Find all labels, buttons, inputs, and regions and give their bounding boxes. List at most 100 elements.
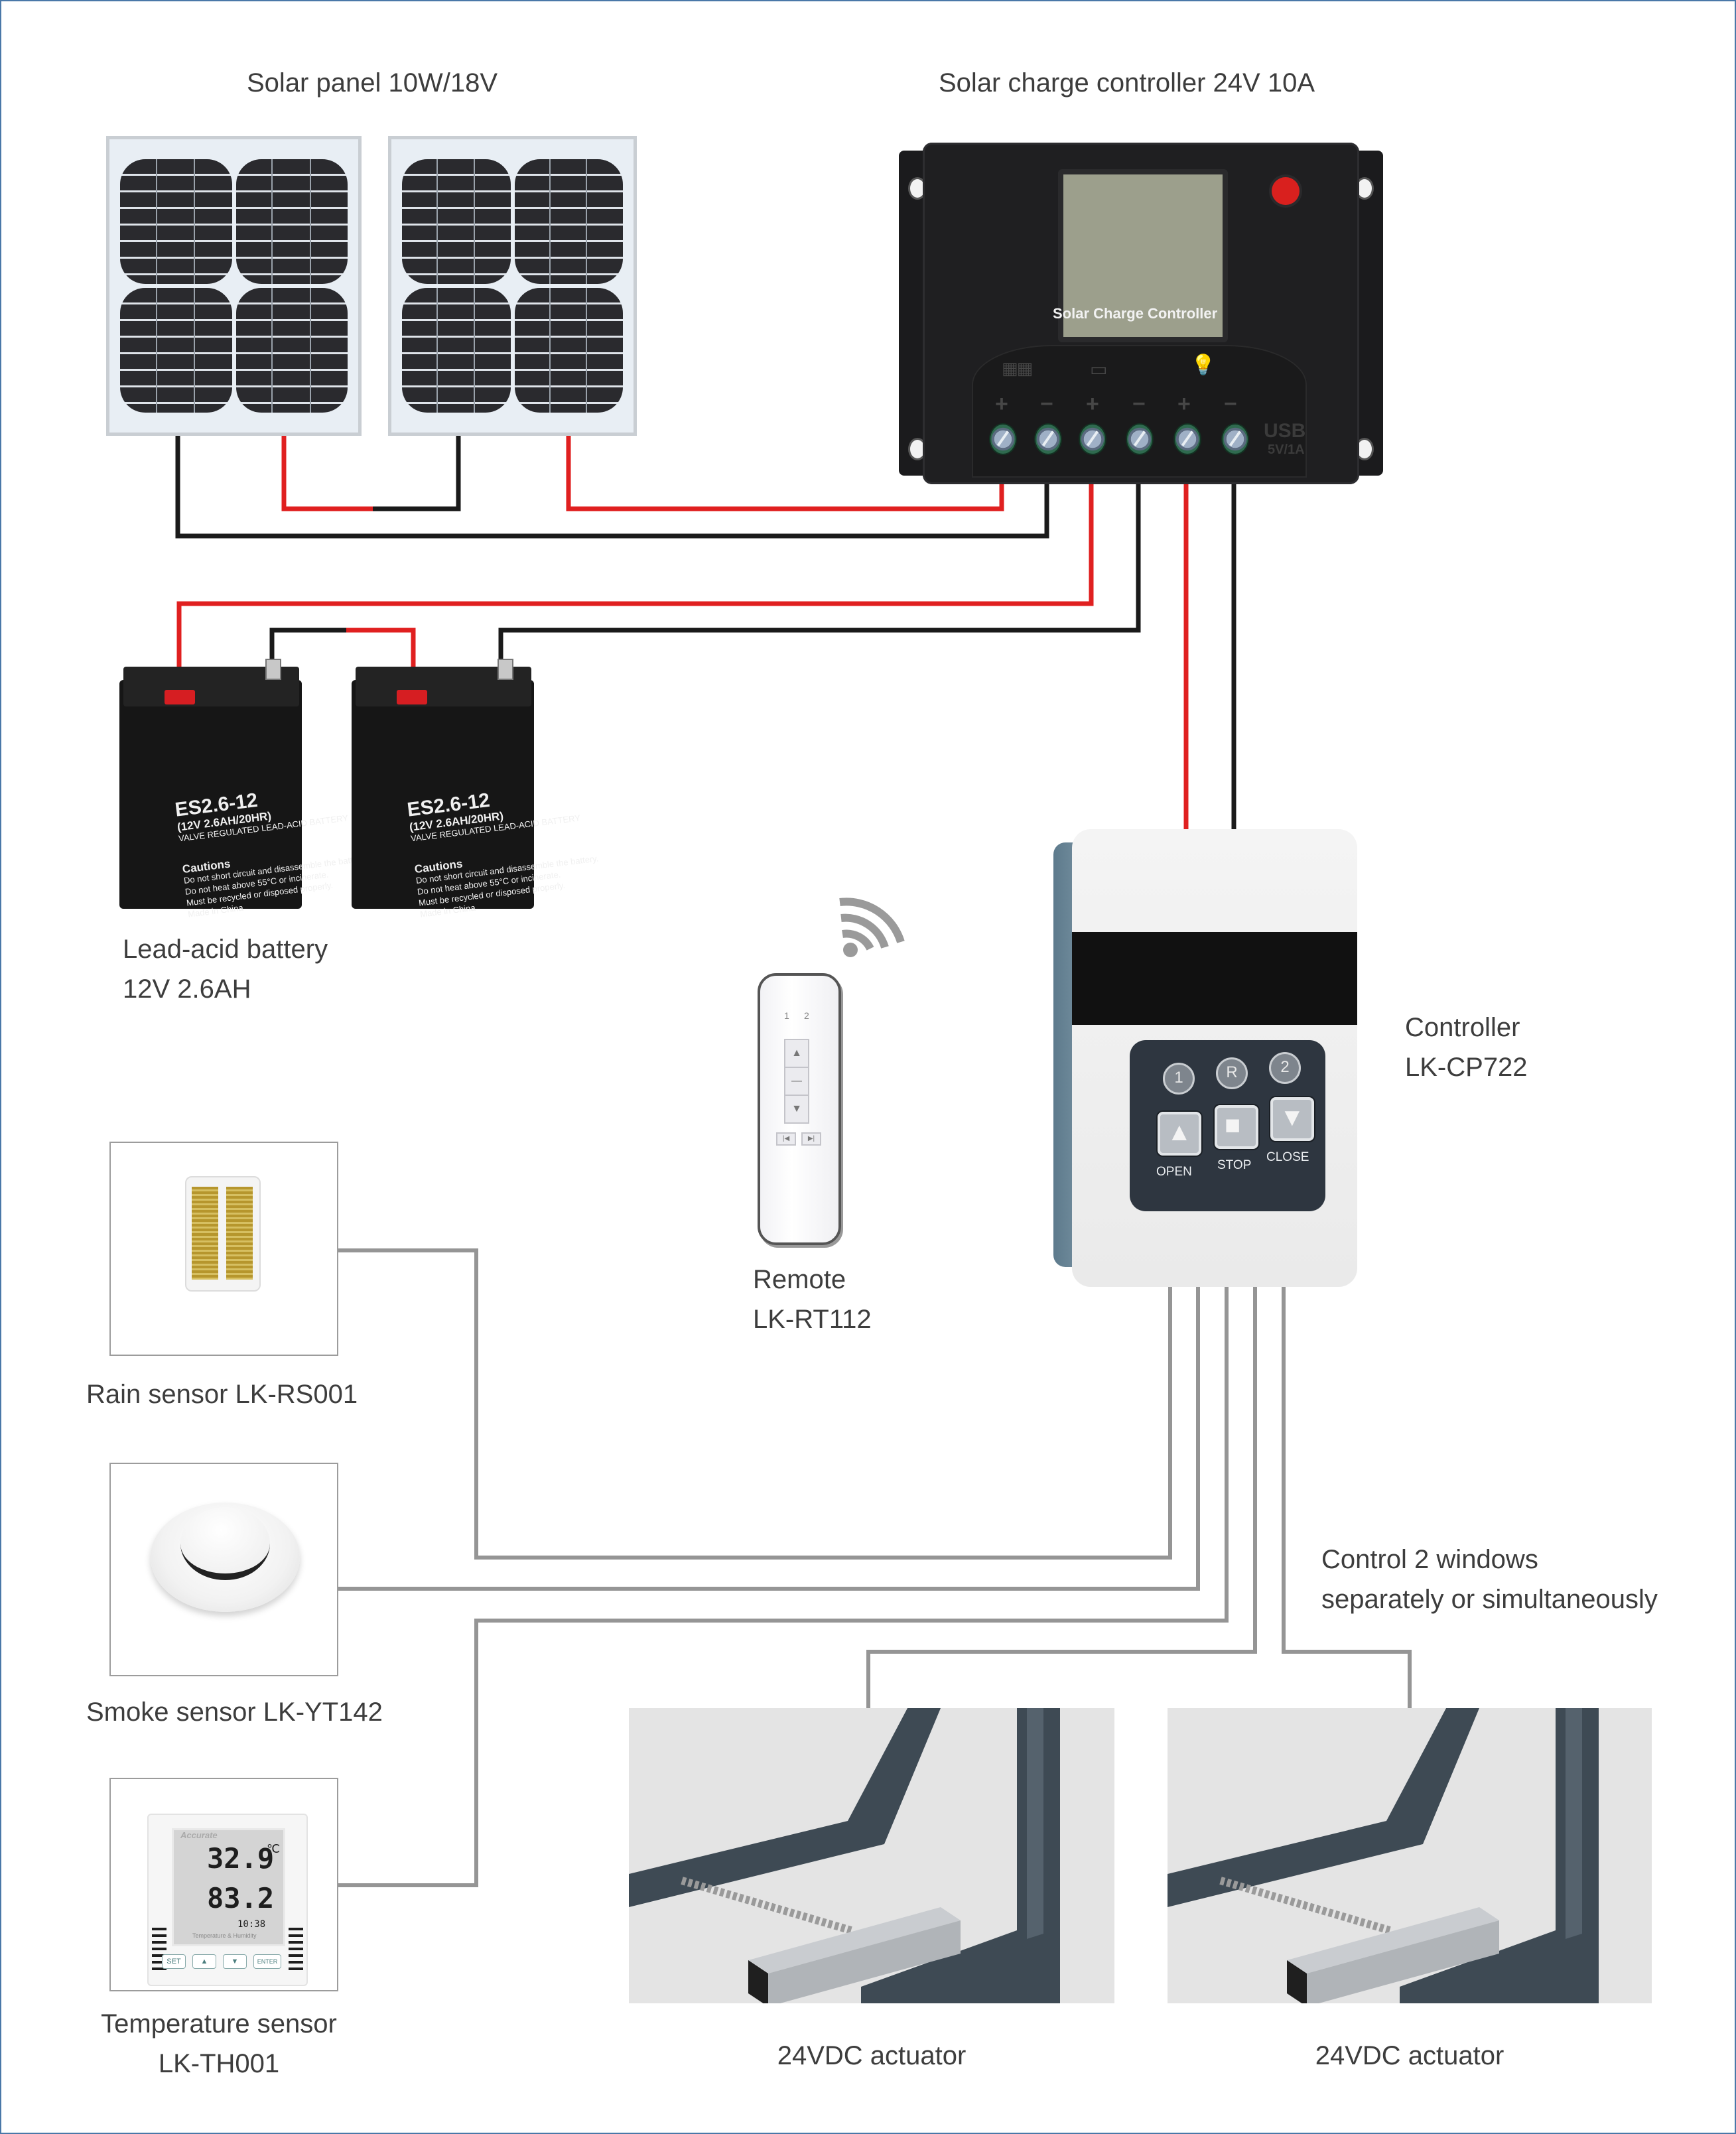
remote-stop-button[interactable]: — bbox=[784, 1067, 809, 1096]
temperature-lcd: Accurate 32.9 ℃ 83.2 10:38 Temperature &… bbox=[172, 1828, 285, 1946]
remote-down-button[interactable]: ▼ bbox=[784, 1095, 809, 1124]
temperature-unit: ℃ bbox=[267, 1842, 281, 1856]
terminal-battery-positive[interactable] bbox=[1079, 423, 1106, 455]
smoke-sensor-label: Smoke sensor LK-YT142 bbox=[86, 1698, 383, 1727]
wire-panel1-pos-to-panel2-neg-black bbox=[373, 434, 461, 511]
actuator-1-photo bbox=[629, 1708, 1114, 2003]
stop-square-icon: ■ bbox=[1225, 1110, 1241, 1140]
down-arrow-icon: ▼ bbox=[1280, 1104, 1305, 1132]
rain-sensing-pad-right bbox=[226, 1187, 253, 1280]
actuator-end-cap bbox=[1287, 1960, 1307, 2003]
battery-positive-terminal bbox=[165, 690, 195, 704]
temperature-sensor-box: Accurate 32.9 ℃ 83.2 10:38 Temperature &… bbox=[109, 1778, 338, 1991]
battery-positive-terminal bbox=[397, 690, 427, 704]
charge-controller-label: Solar charge controller 24V 10A bbox=[939, 68, 1315, 98]
actuator-end-cap bbox=[748, 1960, 768, 2003]
close-button[interactable]: ▼ bbox=[1270, 1097, 1314, 1141]
usb-rating: 5V/1A bbox=[1268, 442, 1305, 457]
note-line2: separately or simultaneously bbox=[1321, 1585, 1658, 1614]
open-button[interactable]: ▲ bbox=[1158, 1112, 1201, 1156]
controller-label-line1: Controller bbox=[1405, 1013, 1520, 1042]
remote-next-channel-button[interactable]: ▶| bbox=[801, 1132, 821, 1146]
remote-up-button[interactable]: ▲ bbox=[784, 1039, 809, 1068]
channel-2-indicator: 2 bbox=[1269, 1052, 1301, 1084]
set-button[interactable]: SET bbox=[162, 1954, 186, 1969]
window-sash bbox=[1168, 1708, 1479, 1907]
menu-button[interactable] bbox=[1272, 177, 1300, 205]
temperature-reading: 32.9 bbox=[207, 1842, 275, 1875]
channel-r-indicator: R bbox=[1216, 1057, 1248, 1089]
battery-negative-terminal bbox=[498, 659, 513, 680]
actuator-chain bbox=[1219, 1877, 1391, 1934]
rain-sensor-box bbox=[109, 1142, 338, 1356]
terminal-sign: + bbox=[1086, 391, 1099, 417]
remote-label-line1: Remote bbox=[753, 1265, 846, 1294]
actuator-1-label: 24VDC actuator bbox=[777, 2041, 967, 2070]
solar-panel-2 bbox=[388, 136, 637, 436]
wireless-signal-icon bbox=[839, 898, 905, 957]
wire-panel1-pos-to-panel2-neg-red bbox=[281, 434, 375, 511]
window-actuator-illustration bbox=[629, 1708, 1060, 2003]
terminal-solar-negative[interactable] bbox=[1034, 423, 1062, 455]
rain-sensor-label: Rain sensor LK-RS001 bbox=[86, 1380, 358, 1409]
wire-rain-sensor bbox=[338, 1248, 1172, 1560]
wire-battery-positive bbox=[176, 451, 1094, 683]
wire-smoke-sensor bbox=[338, 1268, 1200, 1591]
remote-channel-2: 2 bbox=[804, 1010, 809, 1021]
battery-1: ES2.6-12 (12V 2.6AH/20HR) VALVE REGULATE… bbox=[119, 653, 367, 919]
humidity-reading: 83.2 bbox=[207, 1882, 275, 1914]
remote-prev-channel-button[interactable]: |◀ bbox=[776, 1132, 796, 1146]
controller-keypad: 1 R 2 ▲ ■ ▼ OPEN STOP CLOSE bbox=[1130, 1040, 1325, 1211]
solar-cells bbox=[402, 159, 623, 413]
temperature-sensor-device: Accurate 32.9 ℃ 83.2 10:38 Temperature &… bbox=[147, 1814, 308, 1986]
device-brand: Accurate bbox=[180, 1830, 218, 1840]
smoke-sensor-box bbox=[109, 1463, 338, 1676]
enter-button[interactable]: ENTER bbox=[253, 1954, 281, 1969]
remote-control: 1 2 ▲ — ▼ |◀ ▶| bbox=[758, 973, 841, 1245]
solar-cell bbox=[402, 288, 511, 413]
terminal-battery-negative[interactable] bbox=[1126, 423, 1154, 455]
lcd-display bbox=[1058, 169, 1228, 342]
solar-cell bbox=[120, 159, 232, 284]
vent-right bbox=[289, 1928, 303, 1974]
battery-body bbox=[352, 680, 534, 909]
battery-2: ES2.6-12 (12V 2.6AH/20HR) VALVE REGULATE… bbox=[352, 653, 599, 919]
battery-label-line1: Lead-acid battery bbox=[123, 935, 328, 964]
terminal-sign: + bbox=[1177, 391, 1191, 417]
terminal-load-positive[interactable] bbox=[1173, 423, 1201, 455]
stop-button[interactable]: ■ bbox=[1215, 1105, 1258, 1149]
solar-cells bbox=[120, 159, 348, 413]
controller-lk-cp722: 1 R 2 ▲ ■ ▼ OPEN STOP CLOSE bbox=[1053, 829, 1359, 1287]
solar-cell bbox=[402, 159, 511, 284]
solar-panel-icon: ▦▦ bbox=[1002, 358, 1033, 378]
terminal-sign: − bbox=[1132, 391, 1146, 417]
temperature-sensor-label-line1: Temperature sensor bbox=[101, 2009, 337, 2038]
wire-battery-link-red bbox=[346, 628, 416, 683]
rain-sensing-pad-left bbox=[192, 1187, 218, 1280]
rain-sensor-device bbox=[185, 1176, 261, 1292]
wire-temperature-sensor bbox=[338, 1263, 1229, 1887]
window-frame-inner bbox=[1566, 1708, 1582, 1939]
channel-1-indicator: 1 bbox=[1163, 1063, 1195, 1095]
terminal-block bbox=[972, 345, 1307, 478]
controller-display-band bbox=[1072, 932, 1357, 1025]
charge-controller: Solar Charge Controller ▦▦ ▭ 💡 + − + − +… bbox=[899, 143, 1383, 484]
terminal-solar-positive[interactable] bbox=[989, 423, 1017, 455]
up-button[interactable]: ▲ bbox=[192, 1954, 216, 1969]
battery-body bbox=[119, 680, 302, 909]
device-title: Solar Charge Controller bbox=[1053, 305, 1218, 322]
up-arrow-icon: ▲ bbox=[1167, 1118, 1192, 1146]
down-button[interactable]: ▼ bbox=[223, 1954, 247, 1969]
open-label: OPEN bbox=[1156, 1165, 1192, 1179]
close-label: CLOSE bbox=[1266, 1150, 1309, 1164]
wire-actuator-2 bbox=[1282, 1252, 1412, 1708]
terminal-load-negative[interactable] bbox=[1221, 423, 1249, 455]
solar-panel-label: Solar panel 10W/18V bbox=[247, 68, 498, 98]
actuator-body-top bbox=[748, 1907, 961, 1973]
clock-reading: 10:38 bbox=[237, 1919, 266, 1930]
bulb-icon: 💡 bbox=[1191, 354, 1216, 376]
window-frame-inner bbox=[1027, 1708, 1043, 1939]
remote-label-line2: LK-RT112 bbox=[753, 1305, 872, 1334]
terminal-sign: − bbox=[1040, 391, 1053, 417]
